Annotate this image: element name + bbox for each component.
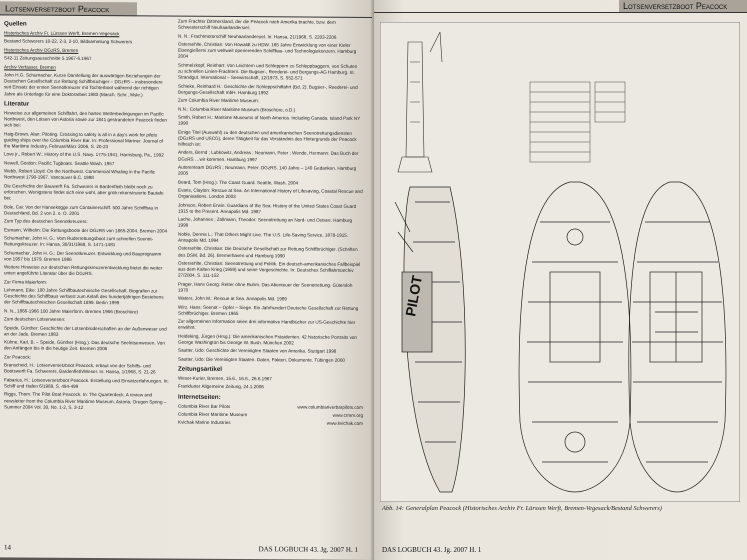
literature-entry: Zur allgemeinen Information seien drei i… [178, 318, 356, 331]
footer-left: 14 DAS LOGBUCH 43. Jg. 2007 H. 1 [4, 543, 370, 554]
page-number: 14 [4, 543, 11, 552]
literature-entry: Hinweise zur allgemeinen Schiffahrt, den… [4, 110, 167, 128]
source-entry: Historisches Archiv DGzRS, Bremen [4, 47, 79, 53]
literature-entry: Love jr., Robert W.: History of the U.S.… [4, 151, 164, 158]
left-column-1: Quellen Historisches Archiv Fr. Lürssen … [4, 17, 169, 413]
magazine-issue: DAS LOGBUCH 43. Jg. 2007 H. 1 [258, 545, 358, 554]
section-literatur-title: Literatur [4, 100, 30, 108]
literature-subheading: Zur Peacock: [4, 354, 32, 360]
header-boat-name: Peacock [695, 1, 728, 11]
literature-subheading: Zum deutschen Lotsenwesen: [4, 316, 66, 323]
side-elevation [394, 186, 466, 493]
section-quellen-title: Quellen [4, 20, 27, 28]
literature-subheading: Zum Columbia River Maritime Museum: [178, 97, 259, 104]
literature-entry: Smith, Robert H.: Maritime Museums of No… [178, 114, 361, 126]
literature-entry: Evans, Clayton: Rescue at Sea. An Intern… [178, 187, 363, 200]
literature-entry: Fabarius, H.: Lotsenversetzboot Peacock.… [4, 377, 169, 389]
literature-entry: N.N.: Columbia River Maritime Museum (Br… [178, 106, 296, 113]
source-entry: Archiv Verfasser, Bremen [4, 63, 56, 70]
figure-caption: Abb. 14: Generalplan Peacock (Historisch… [382, 505, 662, 512]
literature-entry: Autorenteam DGzRS ; Neumann, Peter: DGzR… [178, 164, 357, 176]
literature-entry: Prager, Hans Georg: Retter ohne Ruhm. Da… [178, 281, 353, 293]
literature-entry: N. N.: Frachtmotorschiff Neuhaarlandersi… [178, 33, 337, 40]
literature-entry: Sautter, Udo: Geschichte der Vereinigten… [178, 348, 337, 355]
literature-entry: Schmelzkopf, Reinhart: Von Leichtern und… [178, 62, 358, 81]
general-arrangement-plan: PILOT [380, 22, 740, 502]
website-url[interactable]: www.kvichak.com [326, 421, 363, 427]
literature-entry: Ostersehlte, Christian: Seenotrettung un… [178, 260, 361, 279]
literature-entry: Schumacher, John H. G.: Der Seenotkreuze… [4, 249, 162, 262]
source-entry: Historisches Archiv Fr. Lürssen Werft, B… [4, 30, 120, 37]
right-page: Lotsenversetzboot Peacock [374, 0, 747, 560]
source-entry: S42-11 Zeitungsausschnitte 5.1967-6.1967 [4, 55, 92, 62]
literature-entry: Esmann, Wilhelm: Die Rettungsboote der D… [4, 226, 168, 234]
section-zeitungsartikel-title: Zeitungsartikel [178, 365, 223, 373]
section-internet-title: Internetseiten: [178, 393, 221, 401]
literature-entry: Bole, Cai: Von der Hansekogge zum Contai… [4, 203, 159, 216]
source-entry: Bestand Schwerers 10-22, 2-3, 2-10, Bild… [4, 38, 133, 45]
website-name: Columbia River Bar Pilots [178, 403, 231, 409]
source-entry: John H.G. Schumacher, Kurze Darstellung … [4, 72, 163, 97]
literature-entry: Speide, Günther: Geschichte der Lotsenbr… [4, 325, 167, 337]
website-url[interactable]: www.crmm.org [332, 412, 363, 418]
running-header-right: Lotsenversetzboot Peacock [619, 0, 747, 12]
literature-entry: Riggs, Thom: The Pilot Boat Peacock. In:… [4, 391, 167, 410]
newspaper-entry: Weser-Kurier, Bremen, 15.6., 16.6., 26.6… [178, 375, 272, 382]
literature-entry: Branscheid, H.: Lotsenversetzboot Peacoc… [4, 362, 156, 375]
website-entry: Columbia River Maritime Museum www.crmm.… [178, 412, 363, 419]
header-rule [374, 12, 747, 13]
literature-entry: Noble, Dennis L.: That Others Might Live… [178, 231, 349, 243]
literature-entry: Sautter, Udo: Die Vereinigten Staaten. D… [178, 356, 345, 363]
literature-entry: Ostersehlte, Christian: Von Howaldt zu H… [178, 41, 357, 60]
literature-entry: N. N., 1866-1966 100 Jahre Maierform. Br… [4, 308, 139, 315]
literature-entry: Lehmann, Eike: 100 Jahre Schiffbautechni… [4, 287, 164, 306]
header-prefix: Lotsenversetzboot [5, 3, 78, 14]
literature-entry: Lache, Johannes ; Zollmann, Theodor: See… [178, 216, 353, 229]
literature-entry: Schieke, Reinhard H.: Geschichte der Sch… [178, 83, 358, 96]
literature-entry: Haig-Brown, Alan: Piloting. Crossing to … [4, 130, 164, 150]
left-page: Lotsenversetzboot Peacock Quellen Histor… [0, 0, 374, 560]
literature-entry: Anders, Bernd ; Lubkowitz, Andreas ; Neu… [178, 149, 359, 162]
website-entry: Kvichak Marine Industries www.kvichak.co… [178, 420, 363, 427]
literature-entry: Heideking, Jürgen (Hrsg.): Die amerikani… [178, 333, 357, 346]
literature-entry: Zum Frachter Dittmersland, der die Peaco… [178, 18, 336, 31]
literature-entry: Webb, Robert Lloyd: On the Northwest. Co… [4, 168, 156, 181]
pilot-hull-lettering: PILOT [402, 274, 425, 318]
literature-subheading: Zum Typ des deutschen Seenotkreuzers: [4, 218, 88, 225]
header-boat-name: Peacock [77, 3, 110, 15]
literature-entry: Johnson, Robert Erwin: Guardians of the … [178, 202, 357, 214]
website-url[interactable]: www.columbiariverbarpilots.com [297, 404, 363, 410]
hull-plan-view-lower-deck [628, 181, 727, 493]
literature-entry: Ostersehlte, Christian: Die Deutsche Ges… [178, 245, 358, 258]
literature-entry: Einige Titel (Auswahl) zu den deutschen … [178, 129, 357, 147]
header-prefix: Lotsenversetzboot [623, 1, 696, 11]
magazine-issue: DAS LOGBUCH 43. Jg. 2007 H. 1 [382, 546, 482, 554]
newspaper-entry: Frankfurter Allgemeine Zeitung, 24.1.200… [178, 384, 264, 390]
literature-entry: Weitere Hinweise zur deutschen Rettungsk… [4, 264, 163, 277]
literature-entry: Newell, Gordon: Pacific Tugboats. Seattl… [4, 160, 115, 166]
hull-plan-view-upper-deck [518, 181, 632, 493]
literature-entry: Wirz, Hans: Seenot – Opfer – Siege. Ein … [178, 304, 359, 316]
literature-entry: Waters, John M.: Rescue at Sea. Annapoli… [178, 295, 287, 302]
website-entry: Columbia River Bar Pilots www.columbiari… [178, 403, 363, 410]
literature-entry: Schumacher, John H. G.: Vom Ruderrettung… [4, 235, 154, 248]
literature-entry: Kühne, Karl, B. – Speide, Günther (Hrsg.… [4, 339, 165, 352]
website-name: Kvichak Marine Industries [178, 420, 231, 426]
plan-legend-table [529, 81, 626, 163]
literature-subheading: Zur Firma Maierform: [4, 279, 48, 285]
deck-profile-sketch [397, 31, 443, 173]
literature-entry: Die Geschichte der Bauwerft Fa. Schwerer… [4, 183, 164, 201]
left-column-2: Zum Frachter Dittmersland, der die Peaco… [178, 19, 363, 430]
literature-entry: Beard, Tom (Hrsg.): The Coast Guard. Sea… [178, 179, 299, 186]
website-name: Columbia River Maritime Museum [178, 411, 248, 418]
